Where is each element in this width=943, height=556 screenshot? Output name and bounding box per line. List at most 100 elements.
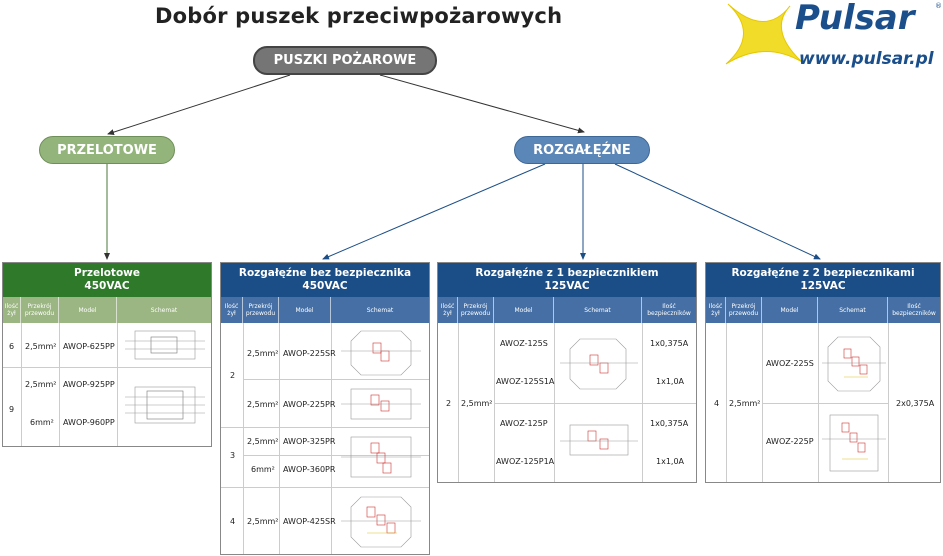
- schematic-diagram: [125, 330, 205, 360]
- cell-bezp: 1x1,0A: [656, 457, 685, 466]
- col-schemat: Schemat: [366, 306, 394, 314]
- table-body: 2 2,5mm² AWOZ-125S 1x0,375A AWOZ-125S1A …: [438, 323, 696, 482]
- cell-zyl: 4: [714, 399, 720, 408]
- arrow-root-rozgalezne: [379, 74, 585, 134]
- table-title: Przelotowe: [74, 267, 140, 279]
- table-voltage: 125VAC: [800, 280, 846, 292]
- table-voltage: 125VAC: [544, 280, 590, 292]
- cell-model: AWOZ-125S1A: [496, 377, 555, 386]
- col-ilosc-bezpiecznikow: Ilość bezpieczników: [647, 303, 691, 317]
- arrow-rozgalezne-t2: [322, 163, 546, 260]
- cell-przekroj: 2,5mm²: [461, 399, 493, 408]
- table-voltage: 450VAC: [84, 280, 130, 292]
- col-model: Model: [762, 297, 818, 323]
- cell-model: AWOP-925PP: [63, 380, 115, 389]
- cell-model: AWOP-425SR: [283, 517, 336, 526]
- cell-przekroj: 2,5mm²: [247, 400, 279, 409]
- table-header: Przelotowe 450VAC: [3, 263, 211, 297]
- col-schemat: Schemat: [818, 297, 888, 323]
- cell-model: AWOP-225PR: [283, 400, 336, 409]
- col-schemat: Schemat: [150, 306, 178, 314]
- schematic-diagram: [341, 388, 421, 420]
- cell-model: AWOP-960PP: [63, 418, 115, 427]
- column-headers: Ilość żył Przekrój przewodu Model Schema…: [706, 297, 940, 323]
- cell-przekroj: 2,5mm²: [247, 437, 279, 446]
- col-przekroj: Przekrój przewodu: [21, 297, 59, 323]
- schematic-diagram: [822, 414, 886, 472]
- cell-model: AWOZ-125P1A: [496, 457, 555, 466]
- logo-name: Pulsar: [795, 0, 915, 38]
- cell-model: AWOP-325PR: [283, 437, 336, 446]
- col-model: Model: [279, 297, 331, 323]
- table-voltage: 450VAC: [302, 280, 348, 292]
- arrow-root-przelotowe: [107, 74, 291, 136]
- cell-przekroj: 2,5mm²: [25, 380, 57, 389]
- cell-model: AWOZ-125S: [500, 339, 548, 348]
- table-title: Rozgałęźne bez bezpiecznika: [238, 267, 412, 279]
- schematic-diagram: [560, 338, 638, 390]
- schematic-diagram: [125, 386, 205, 424]
- table-header: Rozgałęźne bez bezpiecznika 450VAC: [221, 263, 429, 297]
- table-title: Rozgałęźne z 1 bezpiecznikiem: [475, 267, 659, 279]
- cell-zyl: 4: [230, 517, 236, 526]
- node-puszki-pozarowe: PUSZKI POŻAROWE: [253, 46, 437, 75]
- col-przekroj: Przekrój przewodu: [726, 297, 762, 323]
- cell-zyl: 2: [446, 399, 452, 408]
- cell-bezp: 1x0,375A: [650, 339, 689, 348]
- pulsar-logo-star-icon: [725, 3, 803, 65]
- cell-zyl: 2: [230, 371, 236, 380]
- page-title: Dobór puszek przeciwpożarowych: [155, 4, 563, 28]
- cell-model: AWOZ-225S: [766, 359, 814, 368]
- cell-przekroj: 2,5mm²: [247, 517, 279, 526]
- arrow-rozgalezne-t4: [614, 163, 821, 260]
- col-ilosc-bezpiecznikow: Ilość bezpieczników: [892, 303, 936, 317]
- cell-model: AWOP-360PR: [283, 465, 336, 474]
- cell-model: AWOZ-225P: [766, 437, 814, 446]
- cell-przekroj: 6mm²: [251, 465, 275, 474]
- cell-bezp: 2x0,375A: [896, 399, 935, 408]
- table-title: Rozgałęźne z 2 bezpiecznikami: [731, 267, 915, 279]
- cell-zyl: 9: [9, 405, 15, 414]
- col-model: Model: [59, 297, 117, 323]
- table-header: Rozgałęźne z 2 bezpiecznikami 125VAC: [706, 263, 940, 297]
- cell-przekroj: 2,5mm²: [729, 399, 761, 408]
- col-ilosc-zyl: Ilość żył: [706, 297, 726, 323]
- table-rozgalezne-z-1-bezpiecznikiem: Rozgałęźne z 1 bezpiecznikiem 125VAC Ilo…: [437, 262, 697, 483]
- col-przekroj: Przekrój przewodu: [243, 297, 279, 323]
- cell-model: AWOZ-125P: [500, 419, 548, 428]
- table-header: Rozgałęźne z 1 bezpiecznikiem 125VAC: [438, 263, 696, 297]
- col-ilosc-zyl: Ilość żył: [221, 297, 243, 323]
- logo-registered-mark: ®: [935, 2, 942, 10]
- schematic-diagram: [341, 330, 421, 376]
- column-headers: Ilość żył Przekrój przewodu Model Schema…: [3, 297, 211, 323]
- col-ilosc-zyl: Ilość żył: [438, 297, 458, 323]
- table-przelotowe: Przelotowe 450VAC Ilość żył Przekrój prz…: [2, 262, 212, 447]
- cell-zyl: 6: [9, 342, 15, 351]
- cell-model: AWOP-625PP: [63, 342, 115, 351]
- cell-przekroj: 6mm²: [30, 418, 54, 427]
- node-przelotowe: PRZELOTOWE: [39, 136, 175, 164]
- table-rozgalezne-bez-bezpiecznika: Rozgałęźne bez bezpiecznika 450VAC Ilość…: [220, 262, 430, 555]
- cell-bezp: 1x1,0A: [656, 377, 685, 386]
- cell-bezp: 1x0,375A: [650, 419, 689, 428]
- table-rozgalezne-z-2-bezpiecznikami: Rozgałęźne z 2 bezpiecznikami 125VAC Ilo…: [705, 262, 941, 483]
- schematic-diagram: [822, 336, 886, 392]
- schematic-diagram: [560, 424, 638, 456]
- table-body: 4 2,5mm² AWOZ-225S AWOZ-225P 2x0,375A: [706, 323, 940, 482]
- column-headers: Ilość żył Przekrój przewodu Model Schema…: [221, 297, 429, 323]
- cell-model: AWOP-225SR: [283, 349, 336, 358]
- col-przekroj: Przekrój przewodu: [458, 297, 494, 323]
- table-body: 6 2,5mm² AWOP-625PP 9 2,5mm² AWOP-925PP …: [3, 323, 211, 446]
- node-rozgalezne: ROZGAŁĘŹNE: [514, 136, 650, 164]
- col-model: Model: [494, 297, 554, 323]
- column-headers: Ilość żył Przekrój przewodu Model Schema…: [438, 297, 696, 323]
- schematic-diagram: [341, 496, 421, 548]
- logo-url: www.pulsar.pl: [799, 49, 934, 69]
- col-schemat: Schemat: [554, 297, 642, 323]
- table-body: 2 2,5mm² AWOP-225SR 2,5mm² AWOP-225PR 3 …: [221, 323, 429, 554]
- schematic-diagram: [341, 436, 421, 478]
- cell-przekroj: 2,5mm²: [247, 349, 279, 358]
- cell-przekroj: 2,5mm²: [25, 342, 57, 351]
- cell-zyl: 3: [230, 451, 236, 460]
